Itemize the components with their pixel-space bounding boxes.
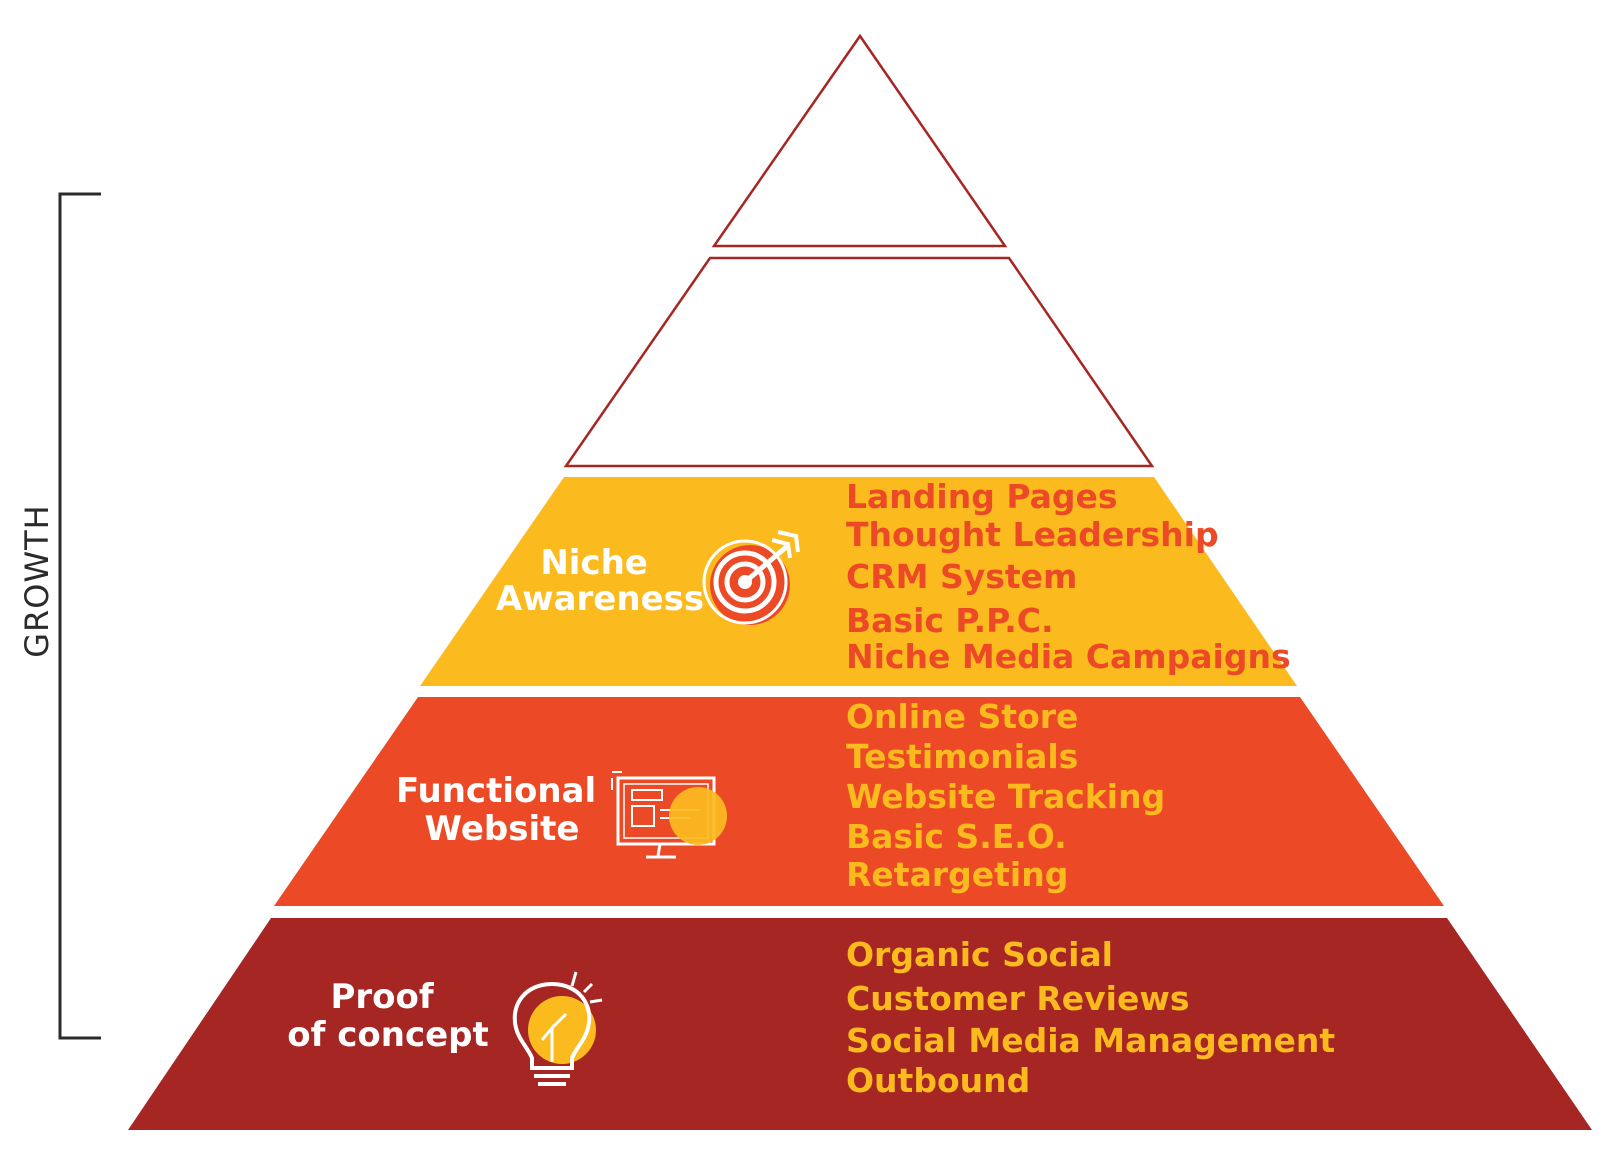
tier-3-item-3: CRM System: [846, 557, 1077, 596]
tier-2-item-4: Basic S.E.O.: [846, 817, 1067, 856]
tier-2-items: Online Store Testimonials Website Tracki…: [846, 697, 1177, 894]
tier-1-item-1: Organic Social: [846, 935, 1113, 974]
growth-label: GROWTH: [18, 504, 56, 657]
tier-1-item-4: Outbound: [846, 1061, 1030, 1100]
tier-1-title-line-1: Proof: [330, 977, 434, 1017]
tier-2-title-line-1: Functional: [396, 771, 596, 811]
tier-1-title-line-2: of concept: [287, 1015, 489, 1055]
pyramid-tier-4: [563, 256, 1155, 468]
tier-3-shape: [420, 477, 1297, 686]
tier-3-items: Landing Pages Thought Leadership CRM Sys…: [846, 477, 1291, 676]
tier-2-title-line-2: Website: [425, 809, 580, 849]
tier-4-shape: [563, 256, 1155, 468]
target-icon: [702, 530, 800, 625]
tier-3-item-5: Niche Media Campaigns: [846, 637, 1291, 676]
tier-1-items: Organic Social Customer Reviews Social M…: [846, 935, 1347, 1100]
pyramid-tier-proof-of-concept: Proof of concept Organic Social Customer…: [128, 918, 1592, 1130]
website-monitor-icon: [611, 771, 727, 859]
pyramid-tier-5: [711, 33, 1008, 248]
tier-2-item-2: Testimonials: [846, 737, 1078, 776]
tier-1-shape: [128, 918, 1592, 1130]
pyramid-tier-niche-awareness: Niche Awareness Landing Pages Thought Le…: [420, 477, 1297, 686]
tier-1-item-3: Social Media Management: [846, 1021, 1335, 1060]
tier-5-shape: [711, 33, 1008, 248]
growth-bracket: GROWTH: [18, 192, 101, 1040]
tier-2-item-3: Website Tracking: [846, 777, 1165, 816]
tier-2-shape: [274, 697, 1444, 906]
tier-2-item-5: Retargeting: [846, 855, 1068, 894]
lightbulb-icon: [512, 971, 603, 1086]
tier-2-item-1: Online Store: [846, 697, 1078, 736]
tier-3-title-line-2: Awareness: [496, 579, 704, 619]
tier-3-title: Niche Awareness: [496, 543, 704, 619]
pyramid-tier-functional-website: Functional Website Online Store Testimon…: [274, 697, 1444, 906]
tier-1-title: Proof of concept: [287, 977, 489, 1055]
tier-1-item-2: Customer Reviews: [846, 979, 1189, 1018]
tier-3-item-2: Thought Leadership: [846, 515, 1219, 554]
tier-3-title-line-1: Niche: [540, 543, 648, 583]
tier-2-title: Functional Website: [396, 771, 608, 849]
tier-3-item-4: Basic P.P.C.: [846, 601, 1054, 640]
tier-3-item-1: Landing Pages: [846, 477, 1118, 516]
growth-bracket-line: [58, 192, 101, 1040]
